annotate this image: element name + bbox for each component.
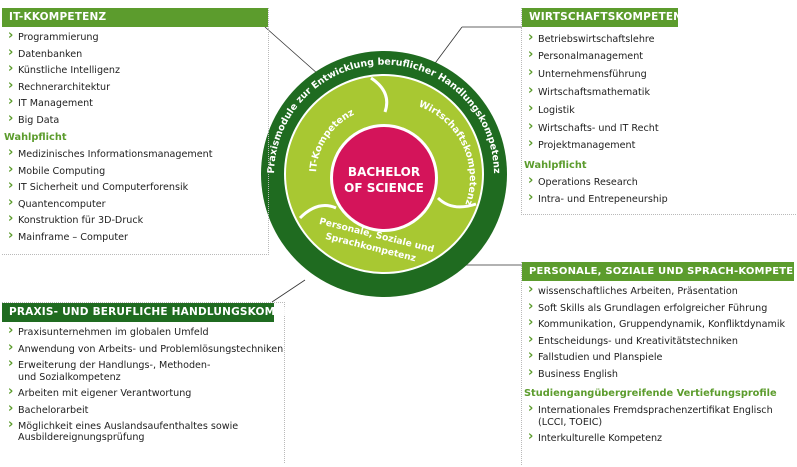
list-item: Logistik [527,103,796,116]
list-item: Operations Research [527,175,796,188]
list-item: Rechnerarchitektur [7,80,268,93]
list-item: Datenbanken [7,47,268,60]
list-item: Möglichkeit eines Auslandsaufenthaltes s… [7,419,258,443]
center-label-line1: BACHELOR [348,165,420,179]
wirtschaft-panel: WIRTSCHAFTSKOMPETENZ Betriebswirtschafts… [521,8,796,215]
it-panel-title: IT-KKOMPETENZ [2,8,268,27]
it-elective-list: Medizinisches Informationsmanagement Mob… [7,147,268,243]
list-item: Soft Skills als Grundlagen erfolgreicher… [527,301,796,314]
personal-profile-label: Studiengangübergreifende Vertiefungsprof… [524,388,777,399]
wirtschaft-panel-title: WIRTSCHAFTSKOMPETENZ [522,8,690,27]
segment-divider-top [370,76,389,113]
list-item: Interkulturelle Kompetenz [527,431,796,444]
list-item: Personalmanagement [527,49,796,62]
personal-list: wissenschaftliches Arbeiten, Präsentatio… [527,284,796,380]
segment-divider-right [436,196,477,209]
list-item: Anwendung von Arbeits- und Problemlösung… [7,342,284,355]
list-item: Business English [527,367,796,380]
list-item: Mobile Computing [7,164,268,177]
list-item: Projektmanagement [527,138,796,151]
list-item: Intra- und Entrepeneurship [527,192,796,205]
list-item: Arbeiten mit eigener Verantwortung [7,386,284,399]
connector-praxis [271,279,306,303]
list-item: Medizinisches Informationsmanagement [7,147,268,160]
list-item: Internationales Fremdsprachenzertifikat … [527,403,788,427]
it-panel: IT-KKOMPETENZ Programmierung Datenbanken… [2,8,269,255]
list-item: Fallstudien und Planspiele [527,350,796,363]
personal-profile-list: Internationales Fremdsprachenzertifikat … [527,403,796,444]
list-item: Künstliche Intelligenz [7,63,268,76]
personal-panel-title: PERSONALE, SOZIALE UND SPRACH-KOMPETENZE… [522,262,797,281]
list-item: Wirtschaftsmathematik [527,85,796,98]
praxis-list: Praxisunternehmen im globalen Umfeld Anw… [7,325,284,443]
praxis-panel-title: PRAXIS- UND BERUFLICHE HANDLUNGSKOMPETEN… [2,303,322,322]
list-item: Konstruktion für 3D-Druck [7,213,268,226]
wirtschaft-elective-label: Wahlpflicht [524,159,587,171]
list-item: Betriebswirtschaftslehre [527,32,796,45]
list-item: IT Sicherheit und Computerforensik [7,180,268,193]
list-item: Erweiterung der Handlungs-, Methoden- un… [7,358,228,382]
wirtschaft-list: Betriebswirtschaftslehre Personalmanagem… [527,32,796,152]
segment-divider-left [298,204,337,220]
list-item: wissenschaftliches Arbeiten, Präsentatio… [527,284,796,297]
wirtschaft-elective-list: Operations Research Intra- und Entrepene… [527,175,796,205]
list-item: Bachelorarbeit [7,402,284,416]
list-item: IT Management [7,96,268,109]
list-item: Kommunikation, Gruppendynamik, Konfliktd… [527,317,796,330]
center-label-line2: OF SCIENCE [344,181,424,195]
list-item: Wirtschafts- und IT Recht [527,121,796,134]
center-circle [333,127,435,229]
personal-panel: PERSONALE, SOZIALE UND SPRACH-KOMPETENZE… [521,262,797,465]
list-item: Quantencomputer [7,197,268,210]
list-item: Big Data [7,113,268,126]
list-item: Entscheidungs- und Kreativitätstechniken [527,334,796,347]
list-item: Praxisunternehmen im globalen Umfeld [7,325,284,338]
praxis-panel: PRAXIS- UND BERUFLICHE HANDLUNGSKOMPETEN… [2,302,322,463]
list-item: Mainframe – Computer [7,230,268,243]
list-item: Programmierung [7,30,268,43]
connector-it [264,26,319,75]
it-elective-label: Wahlpflicht [4,132,67,143]
list-item: Unternehmensführung [527,67,796,80]
it-list: Programmierung Datenbanken Künstliche In… [7,30,268,126]
